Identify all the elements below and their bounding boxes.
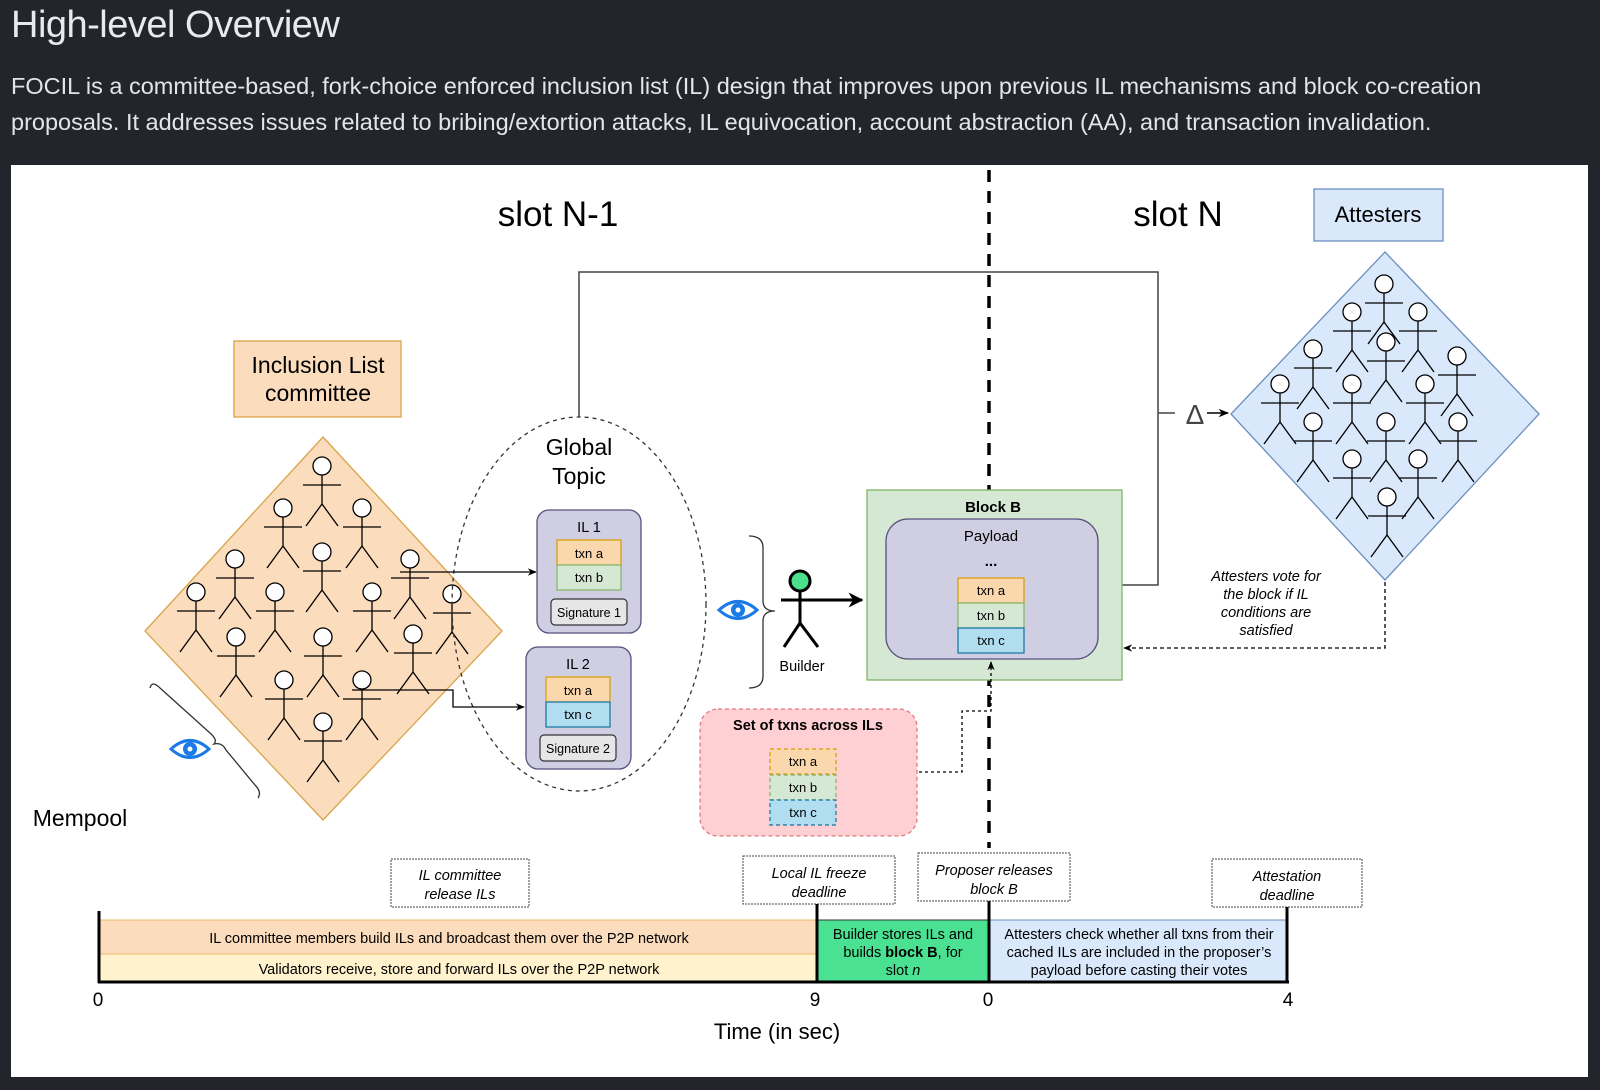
event-1-line-2: release ILs <box>425 887 496 903</box>
bar-builder-line-2: builds block B, for <box>843 945 962 961</box>
attesters-vote-line-1: Attesters vote for <box>1210 569 1322 585</box>
timeline-axis-label: Time (in sec) <box>714 1019 840 1044</box>
block-b-title: Block B <box>965 499 1021 516</box>
eye-icon <box>716 600 760 620</box>
bar-builder-line-1: Builder stores ILs and <box>833 927 973 943</box>
il-1-title: IL 1 <box>577 520 601 536</box>
bar-attesters-line-1: Attesters check whether all txns from th… <box>1004 927 1273 943</box>
bar-builder-line-3: slot n <box>886 963 921 979</box>
committee-to-il2-arrow <box>352 689 525 711</box>
global-topic-to-attesters-connector <box>578 271 1159 586</box>
event-3-line-2: block B <box>970 882 1018 898</box>
il-1-txn-a: txn a <box>575 546 604 561</box>
event-1-line-1: IL committee <box>419 868 502 884</box>
timeline-events: IL committee release ILs Local IL freeze… <box>390 852 1363 908</box>
block-txn-c: txn c <box>977 633 1005 648</box>
event-4-line-2: deadline <box>1260 888 1315 904</box>
payload-ellipsis: ... <box>985 553 998 570</box>
builder-brace <box>748 535 776 689</box>
tick-9: 9 <box>810 990 821 1011</box>
builder-figure <box>781 569 864 648</box>
event-2-line-2: deadline <box>792 885 847 901</box>
eye-icon <box>168 739 212 759</box>
tick-4: 4 <box>1283 990 1294 1011</box>
block-txn-b: txn b <box>977 608 1005 623</box>
bar-attesters-line-3: payload before casting their votes <box>1031 963 1248 979</box>
il-1-txn-b: txn b <box>575 570 603 585</box>
bar-validators-forward: Validators receive, store and forward IL… <box>259 962 661 978</box>
il-2-txn-a: txn a <box>564 683 593 698</box>
set-txn-b: txn b <box>789 780 817 795</box>
tick-0-slot: 0 <box>983 990 994 1011</box>
delta-label: Δ <box>1186 399 1205 430</box>
il-2-signature: Signature 2 <box>546 742 610 756</box>
global-topic-ellipse <box>451 416 707 792</box>
il-committee-label-line-1: Inclusion List <box>252 352 386 378</box>
mempool-brace <box>149 683 261 799</box>
event-2-line-1: Local IL freeze <box>772 866 867 882</box>
bar-committee-build: IL committee members build ILs and broad… <box>209 931 689 947</box>
set-txn-a: txn a <box>789 754 818 769</box>
payload-label: Payload <box>964 528 1018 545</box>
il-1-box: IL 1 txn a txn b Signature 1 <box>536 509 642 634</box>
global-topic-label-line-2: Topic <box>552 463 606 489</box>
slot-n-1-label: slot N-1 <box>498 195 619 234</box>
timeline-bars: IL committee members build ILs and broad… <box>99 919 1288 983</box>
timeline-ticks: 0 9 0 4 <box>93 990 1294 1011</box>
set-of-txns: Set of txns across ILs txn a txn b txn c <box>699 708 918 837</box>
set-txn-c: txn c <box>789 805 817 820</box>
page-header: High-level Overview FOCIL is a committee… <box>0 0 1600 165</box>
event-3-line-1: Proposer releases <box>935 863 1053 879</box>
diagram-svg: slot N-1 slot N Attesters Δ Attesters vo… <box>33 170 1540 1044</box>
global-topic-label-line-1: Global <box>546 434 612 460</box>
attesters-vote-line-3: conditions are <box>1221 605 1311 621</box>
attesters-vote-arrow <box>1123 582 1386 652</box>
set-of-txns-title: Set of txns across ILs <box>733 718 883 734</box>
attesters-vote-line-4: satisfied <box>1239 623 1293 639</box>
set-to-payload-arrow <box>919 661 995 773</box>
il-1-signature: Signature 1 <box>557 606 621 620</box>
attesters-vote-line-2: the block if IL <box>1223 587 1308 603</box>
il-2-txn-c: txn c <box>564 707 592 722</box>
il-committee-label-box <box>233 340 402 418</box>
il-2-box: IL 2 txn a txn c Signature 2 <box>525 646 632 770</box>
il-committee-label-line-2: committee <box>265 380 371 406</box>
mempool-label: Mempool <box>33 805 128 831</box>
page-description: FOCIL is a committee-based, fork-choice … <box>11 73 1482 135</box>
builder-label: Builder <box>779 659 824 675</box>
focil-diagram: slot N-1 slot N Attesters Δ Attesters vo… <box>11 165 1588 1077</box>
tick-0-start: 0 <box>93 990 104 1011</box>
bar-attesters-line-2: cached ILs are included in the proposer’… <box>1007 945 1272 961</box>
block-b: Block B Payload ... txn a txn b txn c <box>866 489 1123 681</box>
slot-n-label: slot N <box>1133 195 1222 234</box>
event-4-line-1: Attestation <box>1252 869 1322 885</box>
page-title: High-level Overview <box>11 4 340 46</box>
attesters-label-box <box>1313 188 1444 242</box>
attesters-label: Attesters <box>1335 202 1422 227</box>
attesters-vote-note: Attesters vote for the block if IL condi… <box>1210 569 1322 639</box>
il-2-title: IL 2 <box>566 657 590 673</box>
block-txn-a: txn a <box>977 583 1006 598</box>
